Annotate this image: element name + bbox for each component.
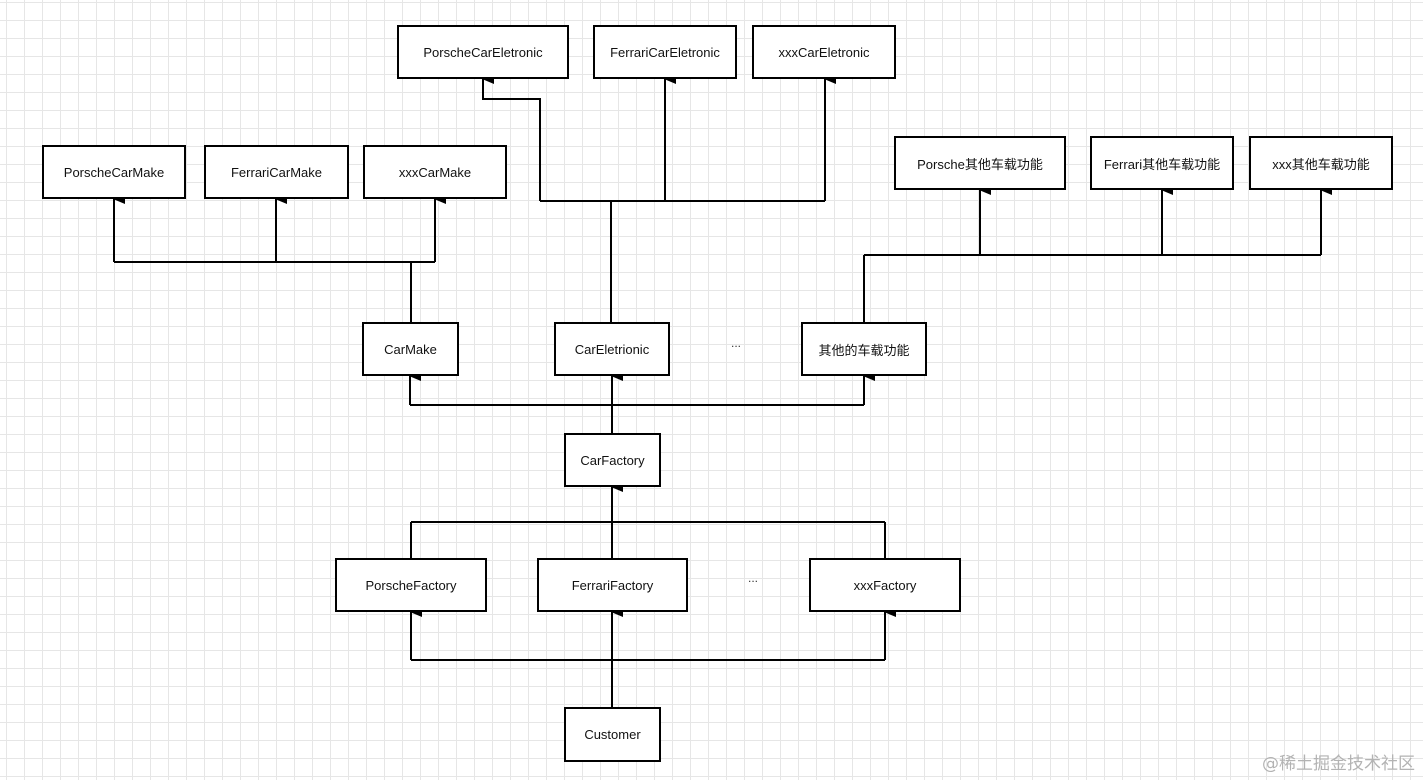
node-car-eletrionic: CarEletrionic (554, 322, 670, 376)
ellipsis-more-components: ... (731, 336, 742, 350)
node-car-factory: CarFactory (564, 433, 661, 487)
node-porsche-factory: PorscheFactory (335, 558, 487, 612)
node-customer: Customer (564, 707, 661, 762)
node-ferrari-car-make: FerrariCarMake (204, 145, 349, 199)
node-ferrari-car-eletronic: FerrariCarEletronic (593, 25, 737, 79)
node-other-features: 其他的车载功能 (801, 322, 927, 376)
node-porsche-car-make: PorscheCarMake (42, 145, 186, 199)
node-xxx-other-features: xxx其他车载功能 (1249, 136, 1393, 190)
ellipsis-more-factories: ... (748, 571, 759, 585)
node-xxx-car-make: xxxCarMake (363, 145, 507, 199)
node-xxx-factory: xxxFactory (809, 558, 961, 612)
connector-to-porsche-careletronic (482, 74, 541, 201)
node-car-make: CarMake (362, 322, 459, 376)
node-ferrari-factory: FerrariFactory (537, 558, 688, 612)
node-porsche-other-features: Porsche其他车载功能 (894, 136, 1066, 190)
node-porsche-car-eletronic: PorscheCarEletronic (397, 25, 569, 79)
node-ferrari-other-features: Ferrari其他车载功能 (1090, 136, 1234, 190)
node-xxx-car-eletronic: xxxCarEletronic (752, 25, 896, 79)
watermark-text: @稀土掘金技术社区 (1262, 754, 1415, 774)
